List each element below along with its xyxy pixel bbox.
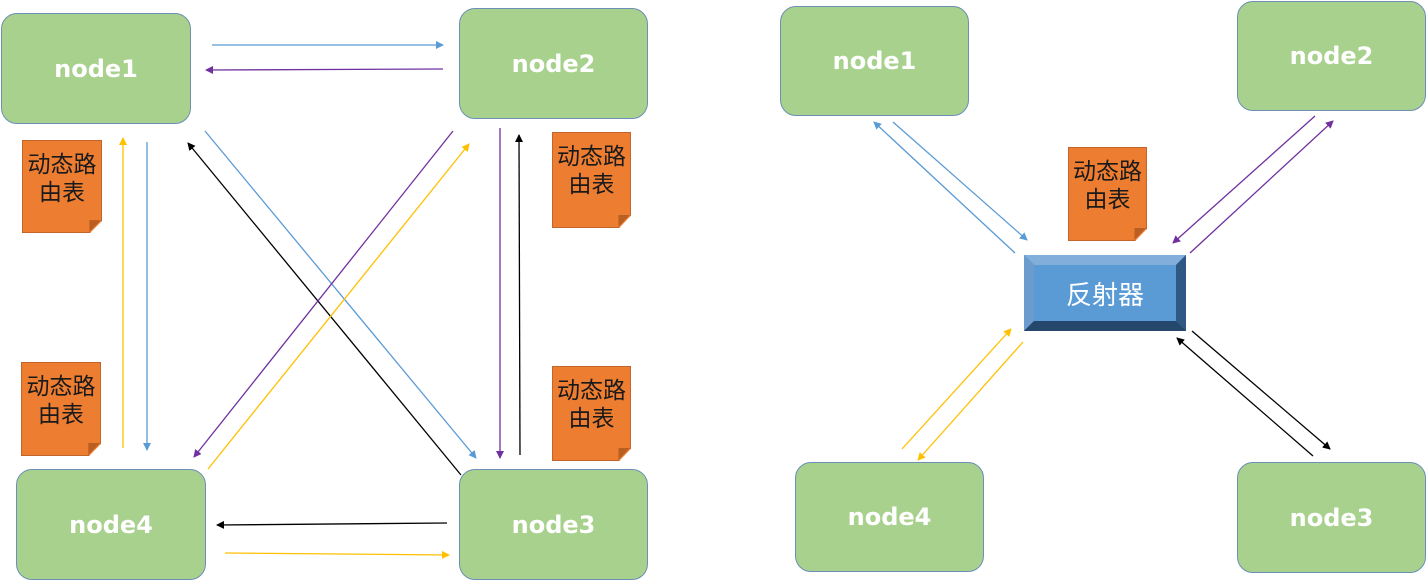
left-node3: node3 bbox=[459, 469, 648, 580]
node-label: node4 bbox=[69, 510, 153, 539]
routing-table-note-node4: 动态路 由表 bbox=[21, 362, 101, 456]
note-fold bbox=[1134, 228, 1146, 240]
note-text: 动态路 由表 bbox=[557, 378, 626, 432]
arrow-reflector-to-node4 bbox=[917, 341, 1024, 461]
arrow-node4-to-node3 bbox=[224, 550, 450, 559]
note-text: 动态路 由表 bbox=[1073, 159, 1142, 213]
bevel-right bbox=[1176, 255, 1186, 331]
node-label: node3 bbox=[511, 510, 596, 539]
left-node2: node2 bbox=[459, 8, 648, 119]
routing-table-note-reflector: 动态路 由表 bbox=[1068, 147, 1147, 241]
note-text: 动态路 由表 bbox=[557, 144, 626, 198]
arrow-node4-to-node2 bbox=[207, 143, 470, 470]
note-fold bbox=[88, 443, 100, 455]
node-label: node4 bbox=[847, 503, 932, 531]
right-node3: node3 bbox=[1237, 462, 1426, 573]
node-label: node2 bbox=[511, 49, 596, 78]
arrow-node4-to-reflector bbox=[901, 328, 1012, 450]
arrow-node2-to-node4 bbox=[193, 130, 454, 458]
node-label: node2 bbox=[1289, 42, 1374, 70]
routing-table-note-node1: 动态路 由表 bbox=[22, 140, 102, 233]
arrow-reflector-to-node2 bbox=[1189, 120, 1334, 254]
arrow-node1-to-reflector bbox=[892, 121, 1028, 241]
arrow-node3-to-node4 bbox=[216, 520, 448, 529]
node-label: node3 bbox=[1289, 503, 1374, 532]
bevel-left bbox=[1024, 255, 1034, 331]
note-fold bbox=[618, 214, 630, 227]
route-reflector: 反射器 bbox=[1024, 255, 1186, 331]
arrow-node3-to-node2 bbox=[515, 134, 524, 456]
left-node4: node4 bbox=[16, 469, 206, 580]
arrow-reflector-to-node1 bbox=[873, 121, 1016, 254]
bevel-bottom bbox=[1024, 321, 1186, 331]
reflector-label: 反射器 bbox=[1034, 265, 1176, 321]
arrow-node2-to-reflector bbox=[1172, 115, 1316, 244]
note-fold bbox=[618, 447, 630, 460]
arrow-reflector-to-node3 bbox=[1191, 330, 1331, 450]
node-label: node1 bbox=[832, 47, 917, 75]
bevel-top bbox=[1024, 255, 1186, 265]
note-text: 动态路 由表 bbox=[26, 374, 96, 428]
arrow-node3-to-reflector bbox=[1176, 337, 1314, 457]
note-fold bbox=[89, 220, 101, 232]
right-node4: node4 bbox=[795, 462, 984, 572]
left-node1: node1 bbox=[1, 13, 191, 124]
arrow-node1-to-node3 bbox=[204, 130, 477, 459]
arrow-node2-to-node1 bbox=[205, 65, 444, 74]
arrow-node3-to-node1 bbox=[187, 142, 462, 476]
note-text: 动态路 由表 bbox=[27, 152, 97, 206]
right-node2: node2 bbox=[1237, 1, 1426, 111]
routing-table-note-node2: 动态路 由表 bbox=[552, 132, 631, 228]
right-node1: node1 bbox=[780, 6, 969, 116]
routing-table-note-node3: 动态路 由表 bbox=[552, 366, 631, 461]
node-label: node1 bbox=[54, 54, 138, 83]
